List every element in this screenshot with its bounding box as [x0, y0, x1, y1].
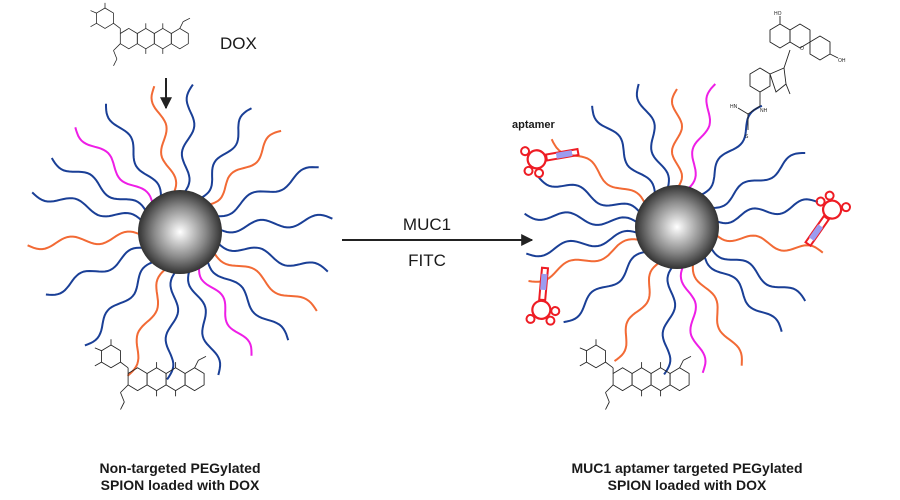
peg-chain	[550, 138, 647, 206]
right-spion-sphere	[635, 185, 719, 269]
peg-chain	[679, 264, 707, 374]
peg-chain	[217, 213, 333, 234]
left-peg-chains	[27, 84, 333, 380]
left-caption-line2: SPION loaded with DOX	[101, 477, 260, 493]
peg-chain	[525, 229, 640, 258]
fitc-oh: OH	[838, 58, 846, 64]
dox-molecule-right	[579, 338, 692, 411]
peg-chain	[198, 264, 253, 356]
aptamer-structure	[520, 146, 580, 179]
peg-chain	[45, 246, 146, 296]
fitc-ho: HO	[774, 11, 782, 17]
peg-chain	[180, 84, 196, 195]
peg-chain	[537, 175, 643, 215]
dox-molecule-top	[90, 2, 191, 67]
peg-chain	[205, 258, 290, 341]
peg-chain	[635, 83, 670, 191]
peg-chain	[31, 191, 144, 223]
peg-chain	[613, 260, 662, 362]
reagent-muc1-label: MUC1	[403, 215, 451, 234]
aptamer-label: aptamer	[512, 119, 556, 131]
aptamer-structure	[804, 190, 852, 248]
peg-chain	[198, 107, 252, 200]
peg-chain	[670, 88, 684, 190]
fitc-s: S	[745, 134, 749, 140]
peg-chain	[164, 269, 180, 380]
dox-label: DOX	[220, 34, 257, 53]
peg-chain	[713, 232, 824, 254]
peg-chain	[686, 83, 717, 191]
peg-chain	[563, 250, 649, 324]
peg-chain	[105, 103, 162, 200]
fitc-o: O	[800, 46, 804, 52]
dox-molecule-left	[94, 338, 207, 411]
peg-chain	[691, 261, 743, 366]
peg-chain	[709, 152, 806, 209]
peg-chain	[27, 230, 143, 251]
peg-chain	[698, 104, 763, 197]
peg-chain	[214, 166, 319, 218]
fitc-molecule: HO OH O NH HN S	[730, 11, 846, 140]
peg-chain	[714, 198, 819, 225]
right-caption-line2: SPION loaded with DOX	[608, 477, 767, 493]
peg-chain	[150, 85, 178, 195]
peg-chain	[50, 157, 148, 214]
right-caption-line1: MUC1 aptamer targeted PEGylated	[571, 460, 802, 476]
peg-chain	[528, 238, 642, 283]
left-spion-sphere	[138, 190, 222, 274]
peg-chain	[524, 211, 640, 226]
peg-chain	[187, 268, 222, 376]
peg-chain	[591, 105, 657, 196]
peg-chain	[661, 264, 677, 375]
peg-chain	[84, 260, 156, 347]
reagent-fitc-label: FITC	[408, 251, 446, 270]
peg-chain	[212, 250, 318, 312]
left-caption-line1: Non-targeted PEGylated	[99, 460, 260, 476]
fitc-hn: HN	[730, 104, 738, 110]
peg-chain	[74, 127, 155, 206]
aptamer-group	[520, 146, 852, 326]
peg-chain	[702, 253, 783, 332]
peg-chain	[709, 245, 807, 302]
peg-chain	[127, 266, 168, 377]
fitc-nh: NH	[760, 108, 768, 114]
peg-chain	[206, 129, 282, 207]
aptamer-structure	[525, 266, 561, 326]
peg-chain	[216, 241, 329, 273]
